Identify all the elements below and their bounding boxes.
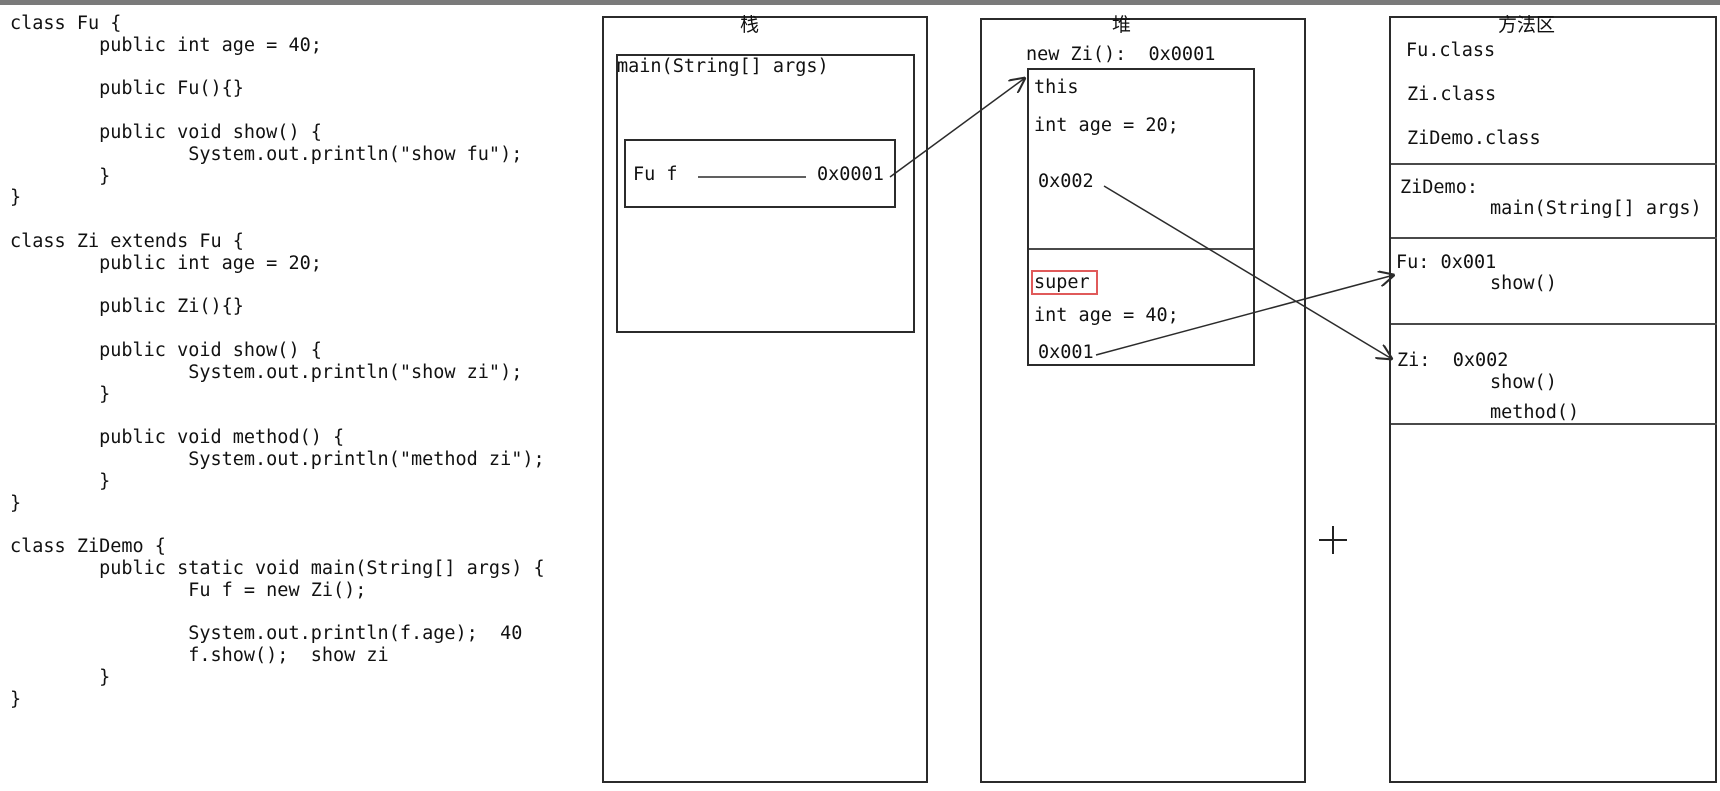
- arrow-stack-to-heap: [889, 78, 1025, 178]
- main-stack-frame: [616, 54, 915, 333]
- method-area-divider-1: [1391, 163, 1717, 165]
- super-class-address: 0x001: [1038, 342, 1094, 363]
- this-field: int age = 20;: [1034, 115, 1179, 136]
- code-line: public static void main(String[] args) {: [10, 557, 545, 579]
- heap-column: [980, 18, 1306, 783]
- class-file-fu: Fu.class: [1406, 40, 1496, 61]
- code-line: System.out.println("show fu");: [10, 143, 523, 165]
- variable-name: Fu f: [633, 164, 678, 185]
- code-line: public void show() {: [10, 121, 322, 143]
- code-line: public void method() {: [10, 427, 345, 449]
- code-line: class Fu {: [10, 13, 122, 34]
- code-line: class ZiDemo {: [10, 536, 166, 558]
- super-field: int age = 40;: [1034, 305, 1179, 326]
- arrow-this-to-zi-class: [1103, 185, 1392, 359]
- code-line: public void show() {: [10, 339, 322, 361]
- object-divider: [1029, 248, 1253, 250]
- code-line: }: [10, 470, 111, 492]
- stack-column: [602, 16, 928, 783]
- top-bar: [0, 0, 1720, 5]
- zidemo-main-method: main(String[] args): [1490, 198, 1702, 219]
- code-line: }: [10, 666, 111, 688]
- code-line: class Zi extends Fu {: [10, 230, 244, 252]
- class-file-zidemo: ZiDemo.class: [1407, 128, 1541, 149]
- zi-show-method: show(): [1490, 372, 1557, 393]
- code-line: }: [10, 383, 111, 405]
- code-line: System.out.println("method zi");: [10, 448, 545, 470]
- this-class-address: 0x002: [1038, 171, 1094, 192]
- method-area-divider-4: [1391, 423, 1717, 425]
- fu-show-method: show(): [1490, 273, 1557, 294]
- method-area-title: 方法区: [1498, 14, 1556, 36]
- code-line: public int age = 40;: [10, 34, 322, 56]
- variable-value: 0x0001: [817, 164, 884, 185]
- code-line: public int age = 20;: [10, 252, 322, 274]
- code-line: }: [10, 688, 22, 710]
- code-line: Fu f = new Zi();: [10, 579, 367, 601]
- crosshair-cursor-icon: [1319, 526, 1347, 554]
- super-label: super: [1034, 272, 1090, 293]
- code-line: }: [10, 165, 111, 187]
- zidemo-class-label: ZiDemo:: [1400, 177, 1478, 198]
- code-line: }: [10, 492, 22, 514]
- method-area-divider-2: [1391, 237, 1717, 239]
- arrow-super-to-fu-class: [1095, 275, 1394, 356]
- code-line: System.out.println(f.age); 40: [10, 623, 523, 645]
- code-line: }: [10, 187, 22, 209]
- code-line: public Fu(){}: [10, 78, 244, 100]
- method-area-column: [1389, 16, 1717, 783]
- code-listing: class Fu { public int age = 40; public F…: [10, 13, 545, 711]
- fu-class-label: Fu: 0x001: [1396, 252, 1497, 273]
- main-frame-label: main(String[] args): [617, 56, 829, 77]
- stack-title: 栈: [740, 14, 760, 36]
- super-highlight: [1031, 270, 1098, 295]
- code-line: System.out.println("show zi");: [10, 361, 523, 383]
- this-label: this: [1034, 77, 1079, 98]
- code-line: f.show(); show zi: [10, 645, 389, 667]
- heap-object-label: new Zi(): 0x0001: [1026, 44, 1216, 65]
- zi-object-box: [1027, 68, 1255, 366]
- zi-method-method: method(): [1490, 402, 1580, 423]
- code-line: public Zi(){}: [10, 296, 244, 318]
- zi-class-label: Zi: 0x002: [1397, 350, 1509, 371]
- class-file-zi: Zi.class: [1407, 84, 1497, 105]
- method-area-divider-3: [1391, 323, 1717, 325]
- heap-title: 堆: [1112, 14, 1132, 36]
